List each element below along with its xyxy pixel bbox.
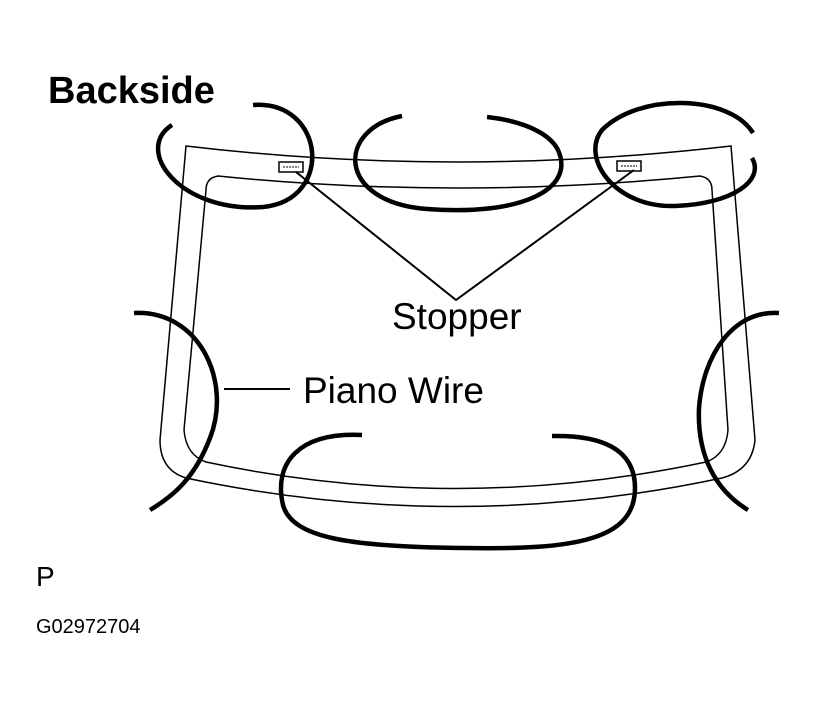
- cut-area-left: [133, 310, 220, 512]
- cut-area-top-left: [155, 102, 315, 210]
- cut-area-right: [696, 310, 780, 512]
- cut-area-bottom: [278, 432, 638, 551]
- figure-code: G02972704: [36, 616, 141, 638]
- stopper-leader-line: [295, 169, 635, 302]
- cut-area-top-center: [353, 113, 564, 213]
- piano-wire-label: Piano Wire: [303, 370, 484, 411]
- stopper-left: [278, 161, 304, 173]
- view-marker: P: [36, 561, 55, 592]
- stopper-label: Stopper: [392, 296, 522, 337]
- stopper-right: [616, 160, 642, 172]
- windshield-outer-edge: [159, 145, 756, 508]
- cut-area-top-right: [593, 100, 758, 209]
- diagram-title: Backside: [48, 70, 215, 112]
